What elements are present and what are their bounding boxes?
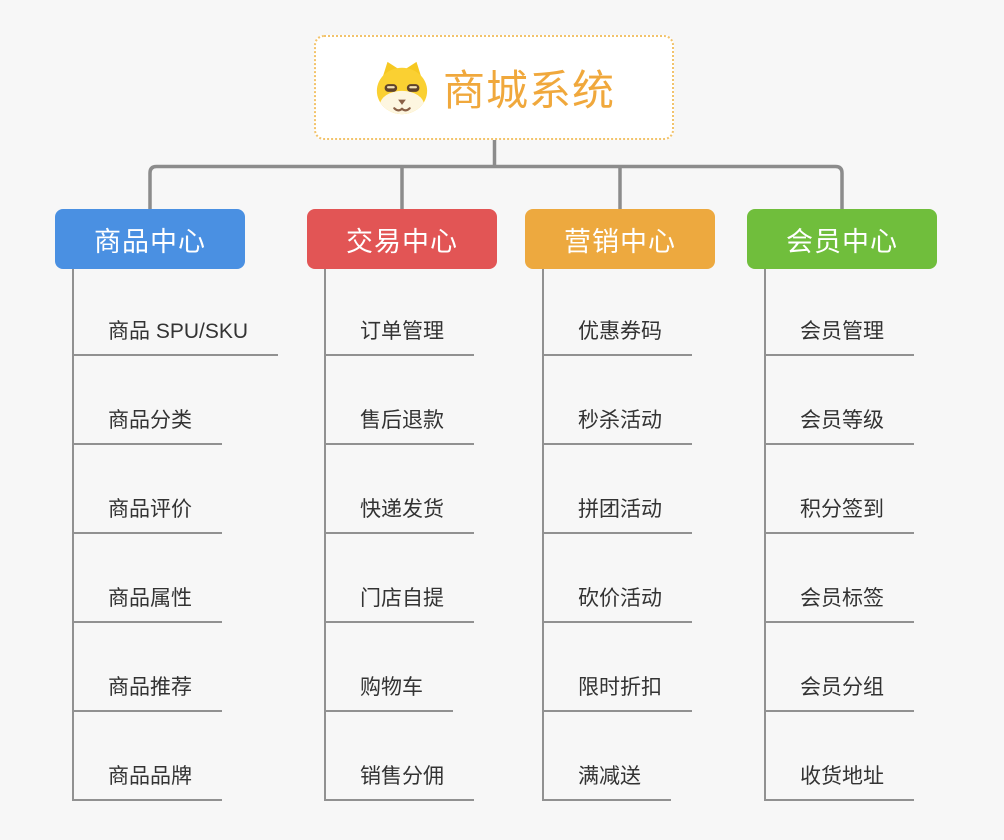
node-product-attribute[interactable]: 商品属性 xyxy=(72,585,222,623)
node-bargain-activity[interactable]: 砍价活动 xyxy=(542,585,692,623)
node-limited-time-discount[interactable]: 限时折扣 xyxy=(542,674,692,712)
node-flash-sale[interactable]: 秒杀活动 xyxy=(542,407,692,445)
node-spend-and-save[interactable]: 满减送 xyxy=(542,763,671,801)
node-store-pickup[interactable]: 门店自提 xyxy=(324,585,474,623)
root-node-mall-system[interactable]: 商城系统 xyxy=(314,35,674,140)
node-member-groups[interactable]: 会员分组 xyxy=(764,674,914,712)
branch-trunk-line xyxy=(324,269,326,801)
node-order-management[interactable]: 订单管理 xyxy=(324,318,474,356)
node-product-brand[interactable]: 商品品牌 xyxy=(72,763,222,801)
node-member-tags[interactable]: 会员标签 xyxy=(764,585,914,623)
node-product-recommend[interactable]: 商品推荐 xyxy=(72,674,222,712)
node-member-management[interactable]: 会员管理 xyxy=(764,318,914,356)
branch-marketing-center: 营销中心 优惠券码 秒杀活动 拼团活动 砍价活动 限时折扣 满减送 xyxy=(525,209,715,840)
node-shopping-cart[interactable]: 购物车 xyxy=(324,674,453,712)
branch-header-marketing-center[interactable]: 营销中心 xyxy=(525,209,715,269)
branch-header-product-center[interactable]: 商品中心 xyxy=(55,209,245,269)
shiba-dog-icon xyxy=(376,61,428,114)
node-express-delivery[interactable]: 快递发货 xyxy=(324,496,474,534)
branch-product-center: 商品中心 商品 SPU/SKU 商品分类 商品评价 商品属性 商品推荐 商品品牌 xyxy=(55,209,279,840)
node-member-level[interactable]: 会员等级 xyxy=(764,407,914,445)
branch-header-trade-center[interactable]: 交易中心 xyxy=(307,209,497,269)
node-aftersale-refund[interactable]: 售后退款 xyxy=(324,407,474,445)
branch-trade-center: 交易中心 订单管理 售后退款 快递发货 门店自提 购物车 销售分佣 xyxy=(307,209,497,840)
branch-member-center: 会员中心 会员管理 会员等级 积分签到 会员标签 会员分组 收货地址 xyxy=(747,209,937,840)
node-sales-commission[interactable]: 销售分佣 xyxy=(324,763,474,801)
branch-trunk-line xyxy=(764,269,766,801)
branch-trunk-line xyxy=(542,269,544,801)
node-points-checkin[interactable]: 积分签到 xyxy=(764,496,914,534)
node-product-category[interactable]: 商品分类 xyxy=(72,407,222,445)
node-shipping-address[interactable]: 收货地址 xyxy=(764,763,914,801)
branch-trunk-line xyxy=(72,269,74,801)
node-product-review[interactable]: 商品评价 xyxy=(72,496,222,534)
node-group-buy[interactable]: 拼团活动 xyxy=(542,496,692,534)
root-title: 商城系统 xyxy=(442,67,615,114)
node-product-spu-sku[interactable]: 商品 SPU/SKU xyxy=(72,318,279,356)
branch-header-member-center[interactable]: 会员中心 xyxy=(747,209,937,269)
node-coupon-code[interactable]: 优惠券码 xyxy=(542,318,692,356)
